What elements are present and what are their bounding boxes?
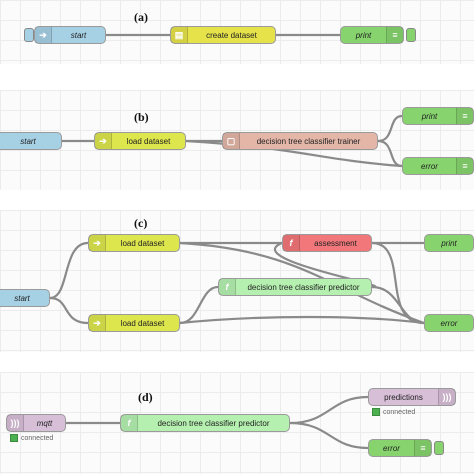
- node-start-b[interactable]: start: [0, 132, 62, 150]
- wire-load2-to-predictor: [179, 285, 219, 325]
- wire-assessment-to-error: [371, 241, 425, 325]
- panel-label-a: (a): [134, 10, 148, 24]
- connected-indicator-icon: [372, 408, 380, 416]
- inject-button[interactable]: [24, 28, 34, 42]
- panel-label-c: (c): [134, 216, 148, 230]
- file-icon: ▢: [223, 133, 240, 149]
- node-error-c[interactable]: error: [424, 314, 474, 332]
- node-error-d[interactable]: error ≡: [368, 439, 432, 457]
- arrow-right-icon: ➔: [35, 27, 52, 43]
- arrow-right-icon: ➔: [89, 235, 106, 251]
- signal-icon: ))): [438, 389, 455, 405]
- connected-indicator-icon: [10, 434, 18, 442]
- arrow-right-icon: ➔: [89, 315, 106, 331]
- flow-panel-b: (b) start ➔ load dataset ▢ decision tree…: [0, 90, 474, 190]
- function-icon: f: [283, 235, 300, 251]
- node-trainer[interactable]: ▢ decision tree classifier trainer: [222, 132, 378, 150]
- node-predictions[interactable]: predictions ))): [368, 388, 456, 406]
- node-print-b[interactable]: print ≡: [402, 107, 474, 125]
- wire-predictor-to-error: [289, 421, 369, 450]
- predictions-status: connected: [372, 408, 415, 416]
- wire-trainer-to-print: [377, 114, 403, 143]
- node-assessment[interactable]: f assessment: [282, 234, 372, 252]
- node-mqtt[interactable]: ))) mqtt: [6, 414, 66, 432]
- wire-predictor-to-assessment: [273, 241, 377, 289]
- database-icon: ▤: [171, 27, 188, 43]
- node-load-dataset-b[interactable]: ➔ load dataset: [94, 132, 186, 150]
- node-predictor-c[interactable]: f decision tree classifier predictor: [218, 278, 372, 296]
- node-print-c[interactable]: print: [424, 234, 474, 252]
- function-icon: f: [219, 279, 236, 295]
- panel-label-b: (b): [134, 110, 149, 124]
- debug-toggle-button[interactable]: [406, 28, 416, 42]
- node-print-a[interactable]: print ≡: [340, 26, 404, 44]
- arrow-right-icon: ➔: [95, 133, 112, 149]
- list-icon: ≡: [386, 27, 403, 43]
- debug-toggle-button[interactable]: [434, 441, 444, 455]
- function-icon: f: [121, 415, 138, 431]
- node-error-b[interactable]: error ≡: [402, 157, 474, 175]
- wires-panel-d: [66, 395, 369, 450]
- wires-panel-a: [106, 33, 340, 37]
- flow-panel-c: (c) start ➔ load dataset ➔ load dataset …: [0, 210, 474, 352]
- wire-load2-to-error: [179, 315, 425, 325]
- flow-panel-a: (a) ➔ start ▤ create dataset print ≡: [0, 0, 474, 64]
- panel-label-d: (d): [138, 390, 153, 404]
- node-start-a[interactable]: ➔ start: [34, 26, 106, 44]
- list-icon: ≡: [456, 158, 473, 174]
- node-load-dataset-c1[interactable]: ➔ load dataset: [88, 234, 180, 252]
- node-create-dataset[interactable]: ▤ create dataset: [170, 26, 276, 44]
- flow-panel-d: (d) ))) mqtt connected f decision tree c…: [0, 372, 474, 474]
- wire-start-to-load1: [49, 241, 89, 300]
- node-start-c[interactable]: start: [0, 289, 50, 307]
- mqtt-status: connected: [10, 434, 53, 442]
- list-icon: ≡: [414, 440, 431, 456]
- wire-load1-to-error: [179, 241, 425, 325]
- wire-predictor-to-predictions: [289, 395, 369, 425]
- wires-panel-c: [49, 241, 425, 325]
- wire-trainer-to-error: [377, 139, 403, 168]
- signal-icon: ))): [7, 415, 24, 431]
- wire-start-to-load2: [49, 296, 89, 325]
- list-icon: ≡: [456, 108, 473, 124]
- node-predictor-d[interactable]: f decision tree classifier predictor: [120, 414, 290, 432]
- node-load-dataset-c2[interactable]: ➔ load dataset: [88, 314, 180, 332]
